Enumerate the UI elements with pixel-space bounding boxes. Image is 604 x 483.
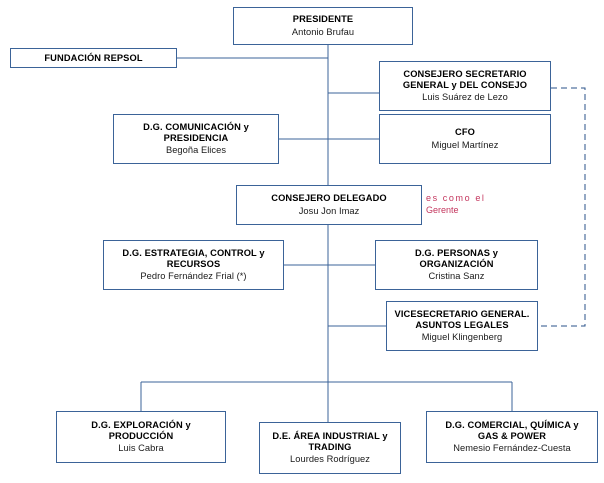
org-node-title: CFO xyxy=(455,127,475,138)
org-node-title: TRADING xyxy=(308,441,352,452)
org-node-title: VICESECRETARIO GENERAL. xyxy=(394,308,530,319)
org-node-title: CONSEJERO SECRETARIO xyxy=(403,68,527,79)
org-node-title: D.G. COMUNICACIÓN y xyxy=(143,121,249,132)
org-node-title: D.G. EXPLORACIÓN y xyxy=(91,419,191,430)
org-node-person: Antonio Brufau xyxy=(291,26,355,37)
org-node-title: GAS & POWER xyxy=(477,430,547,441)
annotation-line-2: Gerente xyxy=(426,205,459,216)
org-node-title: GENERAL y DEL CONSEJO xyxy=(402,79,528,90)
org-node-vicesecretario[interactable]: VICESECRETARIO GENERAL.ASUNTOS LEGALES Mi… xyxy=(386,301,538,351)
org-node-title: PRODUCCIÓN xyxy=(108,430,174,441)
org-node-title: D.G. COMERCIAL, QUÍMICA y xyxy=(445,419,579,430)
org-node-title: D.G. ESTRATEGIA, CONTROL y xyxy=(122,247,265,258)
org-node-person: Luis Suárez de Lezo xyxy=(422,92,508,103)
org-node-title: PRESIDENCIA xyxy=(163,132,229,143)
org-node-title: D.G. PERSONAS y xyxy=(414,247,499,258)
org-node-person: Cristina Sanz xyxy=(428,271,485,282)
org-node-person: Nemesio Fernández-Cuesta xyxy=(453,443,571,454)
org-node-person: Lourdes Rodríguez xyxy=(290,454,370,465)
org-node-title: D.E. ÁREA INDUSTRIAL y xyxy=(272,430,388,441)
org-node-person: Luis Cabra xyxy=(118,443,164,454)
org-node-fundacion[interactable]: FUNDACIÓN REPSOL xyxy=(10,48,177,68)
org-node-person: Josu Jon Imaz xyxy=(298,205,360,216)
org-node-person: Pedro Fernández Frial (*) xyxy=(140,271,247,282)
org-node-person: Begoña Elices xyxy=(165,145,227,156)
org-node-title: ORGANIZACIÓN xyxy=(419,258,494,269)
annotation-line-1: es como el xyxy=(426,193,486,203)
org-node-title: FUNDACIÓN REPSOL xyxy=(44,52,143,63)
annotation-gerente-note: es como el Gerente xyxy=(426,192,521,216)
org-node-person: Miguel Martínez xyxy=(431,139,499,150)
org-node-title: ASUNTOS LEGALES xyxy=(415,319,509,330)
connector-dashed-secretario-vicesecretario xyxy=(538,87,586,327)
org-node-title: PRESIDENTE xyxy=(292,14,354,25)
org-node-title: RECURSOS xyxy=(166,258,221,269)
org-node-person: Miguel Klingenberg xyxy=(421,332,503,343)
org-node-title: CONSEJERO DELEGADO xyxy=(271,193,387,204)
